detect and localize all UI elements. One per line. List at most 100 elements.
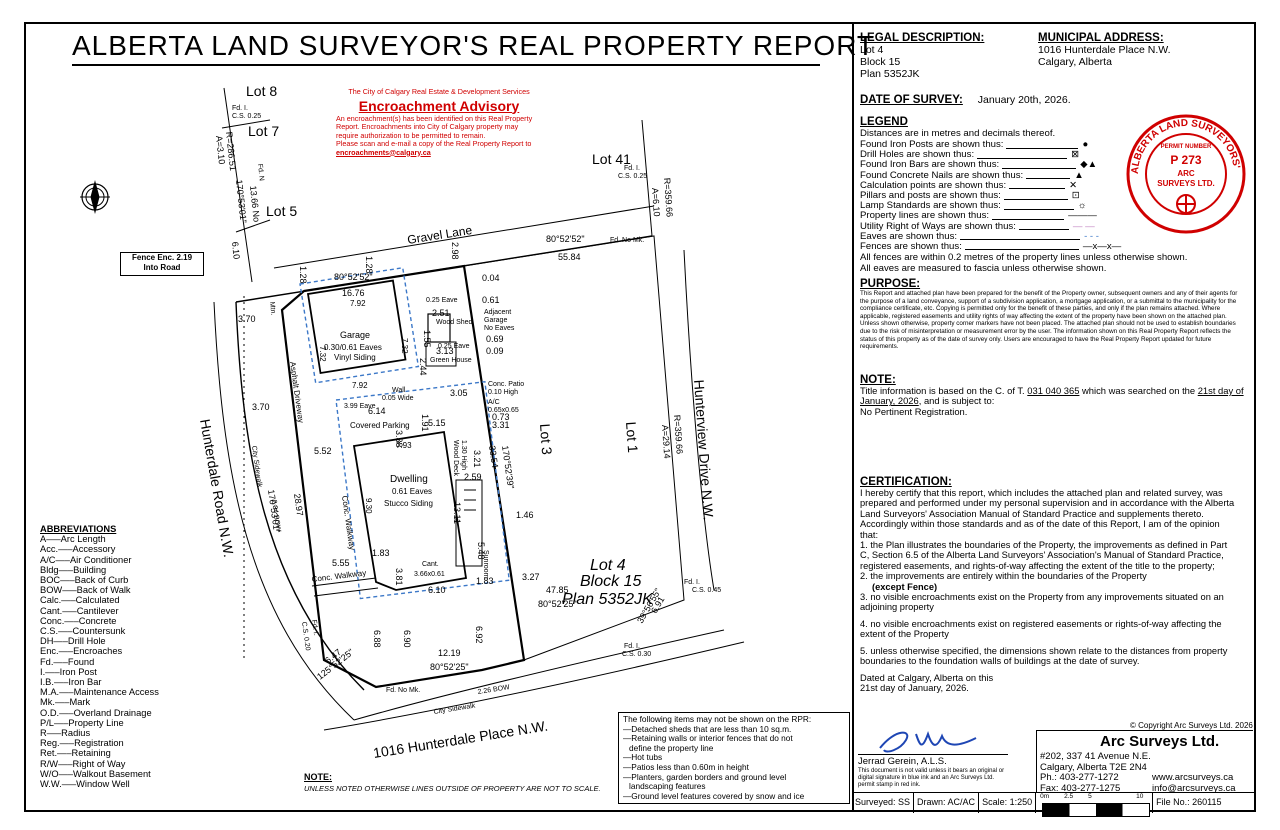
eave-label: 0.25 Eave bbox=[426, 297, 458, 304]
certification-section: CERTIFICATION: I hereby certify that thi… bbox=[860, 476, 1238, 693]
subject-block-label: Block 15 bbox=[580, 573, 641, 590]
signature-image bbox=[879, 731, 977, 753]
walkway-label: Conc. Walkway bbox=[340, 495, 357, 551]
dim-b18: A=29.14 bbox=[660, 424, 672, 458]
calculation-point-icon: ✕ bbox=[1069, 179, 1078, 191]
legend-row: Pillars and posts are shown thus:⊡ bbox=[860, 190, 1120, 202]
fence-line-icon: —x—x— bbox=[1082, 240, 1122, 252]
certification-p5: 5. unless otherwise specified, the dimen… bbox=[860, 645, 1228, 667]
property-line-icon: ——— bbox=[1068, 210, 1097, 222]
garage-width-2: 7.92 bbox=[352, 381, 368, 390]
dim-d22: 3.27 bbox=[522, 572, 540, 582]
scale-tick-0: 0m bbox=[1040, 793, 1050, 800]
city-sidewalk-label: City Sidewalk bbox=[250, 445, 263, 488]
dim-d33: 2.98 bbox=[450, 242, 460, 260]
sheet-border bbox=[24, 22, 1256, 812]
legend-label: Lamp Standards are shown thus: bbox=[860, 200, 1001, 212]
shed-label: Wood Shed bbox=[436, 319, 473, 326]
certification-intro: I hereby certify that this report, which… bbox=[860, 488, 1235, 540]
garage-siding: Vinyl Siding bbox=[334, 353, 376, 362]
advisory-email-link[interactable]: encroachments@calgary.ca bbox=[336, 147, 431, 157]
garage-width: 7.92 bbox=[350, 299, 366, 308]
purpose-section: PURPOSE: This Report and attached plan h… bbox=[860, 278, 1238, 351]
scale-tick-1: 2.5 bbox=[1064, 793, 1074, 800]
dim-b17: R=359.66 bbox=[672, 414, 685, 454]
title-note-date: 21st day of January, 2026 bbox=[860, 385, 1244, 407]
company-website-link[interactable]: www.arcsurveys.ca bbox=[1152, 772, 1234, 783]
title-note-pre: Title information is based on the C. of … bbox=[860, 385, 1028, 396]
dim-d8: 3.13 bbox=[436, 346, 454, 356]
certification-heading: CERTIFICATION: bbox=[860, 476, 952, 488]
abbr-item: BOW—–Back of Walk bbox=[40, 585, 131, 596]
certification-p1: 1. the Plan illustrates the boundaries o… bbox=[860, 540, 1228, 571]
dwelling-depth: 9.30 bbox=[364, 498, 373, 514]
permit-stamp-seal: ALBERTA LAND SURVEYORS' ASSOCIATION PERM… bbox=[1124, 112, 1246, 234]
subject-lot-label: Lot 4 bbox=[590, 557, 626, 574]
dim-b12: 12.19 bbox=[438, 648, 461, 658]
seal-firm2: SURVEYS LTD. bbox=[1157, 179, 1215, 188]
dim-b21: R=286.51 bbox=[224, 131, 238, 171]
company-email-link[interactable]: info@arcsurveys.ca bbox=[1152, 782, 1236, 794]
legend-label: Found Iron Bars are shown thus: bbox=[860, 159, 1000, 171]
dim-d30: 6.92 bbox=[474, 626, 484, 644]
dim-d15: 6.14 bbox=[368, 406, 386, 416]
legal-heading: LEGAL DESCRIPTION: bbox=[860, 32, 985, 44]
abbr-item: DH—–Drill Hole bbox=[40, 636, 106, 647]
cs-025-2: C.S. 0.25 bbox=[618, 173, 647, 180]
abbr-item: I.B.—–Iron Bar bbox=[40, 677, 102, 688]
concrete-nail-icon: ▲ bbox=[1074, 169, 1084, 181]
found-iron-2: Fd. I. bbox=[624, 165, 640, 172]
dim-d32: 1.28 bbox=[364, 256, 374, 274]
scale-bar: 0m 2.5 5 10 bbox=[1036, 793, 1154, 817]
dim-d11: 3.31 bbox=[492, 420, 510, 430]
legend-label: Fences are shown thus: bbox=[860, 240, 962, 252]
file-number: File No.: 260115 bbox=[1156, 797, 1222, 807]
scale-note-heading: NOTE: bbox=[304, 772, 332, 782]
legend-row: Calculation points are shown thus: ✕ bbox=[860, 179, 1120, 191]
ac-dim: 0.65x0.65 bbox=[488, 407, 519, 414]
drill-hole-icon: ⊠ bbox=[1071, 149, 1080, 161]
legend-row: Lamp Standards are shown thus:☼ bbox=[860, 200, 1120, 212]
rpr-heading: The following items may not be shown on … bbox=[623, 714, 812, 724]
lot-1-label: Lot 1 bbox=[623, 421, 641, 453]
ac-label: A/C bbox=[488, 399, 500, 406]
asphalt-driveway-label: Asphalt Driveway bbox=[288, 361, 306, 423]
abbr-item: Enc.—–Encroaches bbox=[40, 646, 123, 657]
drawn-by: Drawn: AC/AC bbox=[914, 793, 980, 813]
north-arrow-icon bbox=[80, 180, 110, 214]
iron-bar-icon: ◆▲ bbox=[1080, 159, 1098, 171]
dim-b4: 55.84 bbox=[558, 252, 581, 262]
dim-b9: 80°52'25" bbox=[538, 599, 577, 609]
legend-label: Calculation points are shown thus: bbox=[860, 179, 1007, 191]
municipal-line2: Calgary, Alberta bbox=[1038, 56, 1112, 68]
fence-note-line2: Into Road bbox=[143, 263, 181, 272]
legend-row: Property lines are shown thus:——— bbox=[860, 210, 1120, 222]
survey-date-heading: DATE OF SURVEY: bbox=[860, 94, 963, 106]
dim-d9: 3.05 bbox=[450, 388, 468, 398]
fence-encroachment-note: Fence Enc. 2.19 Into Road bbox=[120, 252, 204, 276]
company-addr2: Calgary, Alberta T2E 2N4 bbox=[1040, 761, 1147, 773]
legend-label: Found Concrete Nails are shown thus: bbox=[860, 169, 1024, 181]
dim-b22: A=3.10 bbox=[214, 135, 227, 165]
eave-line-icon: - - - bbox=[1084, 230, 1099, 242]
dim-b11: 80°52'25" bbox=[430, 662, 469, 672]
abbr-item: W/O—–Walkout Basement bbox=[40, 768, 151, 779]
legend-row: Fences are shown thus: —x—x— bbox=[860, 240, 1122, 252]
dim-b1: 80°52'52" bbox=[334, 272, 373, 282]
title-note-cot: 031 040 365 bbox=[1027, 385, 1080, 396]
dim-d21: 1.83 bbox=[476, 576, 494, 586]
found-no-mark-1: Fd. No Mk. bbox=[610, 237, 644, 244]
abbr-item: O.D.—–Overland Drainage bbox=[40, 707, 152, 718]
dim-d1: 0.04 bbox=[482, 273, 500, 283]
dim-b6: 28.97 bbox=[292, 493, 305, 517]
municipal-heading: MUNICIPAL ADDRESS: bbox=[1038, 32, 1164, 44]
rpr-item: —Patios less than 0.60m in height bbox=[623, 761, 749, 772]
abbr-item: R/W—–Right of Way bbox=[40, 758, 126, 769]
dim-b20: A=6.10 bbox=[650, 187, 662, 216]
rpr-item: —Hot tubs bbox=[623, 752, 663, 763]
dim-d16: 5.52 bbox=[314, 446, 332, 456]
dim-d12: 1.91 bbox=[420, 414, 430, 432]
pillar-icon: ⊡ bbox=[1071, 190, 1080, 202]
abbr-item: Cant.—–Cantilever bbox=[40, 605, 119, 616]
dim-b2: 16.76 bbox=[342, 288, 365, 298]
